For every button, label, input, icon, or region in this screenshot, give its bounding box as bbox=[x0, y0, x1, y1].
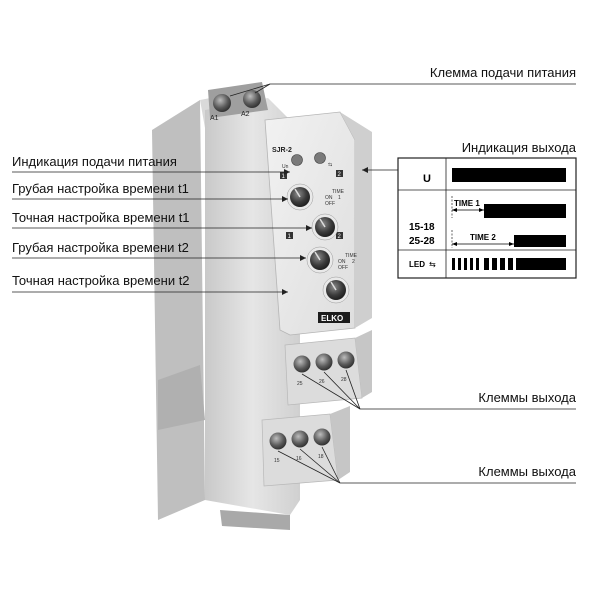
terminal-18-label: 18 bbox=[318, 454, 324, 460]
leader-arrowheads bbox=[282, 167, 368, 295]
brand-plate bbox=[318, 312, 350, 323]
output-led bbox=[314, 152, 326, 164]
time1-label: TIME 1 bbox=[454, 199, 480, 208]
terminal-28-screw bbox=[337, 351, 355, 369]
label-output-indication: Индикация выхода bbox=[462, 140, 577, 155]
output-led-label: ⇆ bbox=[328, 162, 332, 168]
front-face-details: SJR-2 Un ⇆ 1 2 1 2 TIME ON OFF 1 bbox=[272, 147, 358, 323]
output-2528-bar bbox=[514, 235, 566, 247]
row-u-label: U bbox=[423, 173, 431, 185]
time-sub-label-1: 1 bbox=[338, 195, 341, 201]
svg-text:1: 1 bbox=[288, 234, 292, 240]
time-label-1: TIME bbox=[332, 189, 345, 195]
middle-terminals: 25 26 28 bbox=[293, 351, 355, 387]
power-led bbox=[291, 154, 303, 166]
terminal-a1-screw bbox=[213, 94, 231, 112]
terminal-16-screw bbox=[291, 430, 309, 448]
time2-label: TIME 2 bbox=[470, 233, 496, 242]
u-signal-bar bbox=[452, 168, 566, 182]
badge-2-bottom bbox=[336, 170, 343, 177]
label-power-terminal: Клемма подачи питания bbox=[430, 65, 576, 80]
label-output-terminals-1: Клеммы выхода bbox=[478, 390, 576, 405]
terminal-26-label: 26 bbox=[319, 379, 325, 385]
terminal-16-label: 16 bbox=[296, 456, 302, 462]
terminal-25-screw bbox=[293, 355, 311, 373]
label-power-indication: Индикация подачи питания bbox=[12, 154, 177, 169]
knob-coarse-t1[interactable] bbox=[286, 183, 314, 211]
model-label: SJR-2 bbox=[272, 147, 292, 154]
relay-body bbox=[152, 82, 372, 530]
knob-fine-t1[interactable] bbox=[311, 213, 339, 241]
svg-text:1: 1 bbox=[282, 174, 286, 180]
label-coarse-t2: Грубая настройка времени t2 bbox=[12, 240, 189, 255]
svg-text:2: 2 bbox=[338, 172, 342, 178]
badge-1-bottom bbox=[286, 232, 293, 239]
callout-labels: Клемма подачи питания Индикация выхода И… bbox=[12, 65, 577, 479]
row-2528-label: 25-28 bbox=[409, 236, 435, 247]
timing-chart: U 15-18 25-28 LED ⇆ TIME 1 TIME 2 bbox=[397, 157, 577, 279]
terminal-15-label: 15 bbox=[274, 458, 280, 464]
leader-lines bbox=[12, 83, 576, 484]
svg-text:2: 2 bbox=[338, 234, 342, 240]
leader-power-terminal bbox=[229, 83, 576, 97]
terminal-block-middle bbox=[284, 337, 363, 406]
off-label-2: OFF bbox=[338, 265, 348, 271]
brand-logo: ELKO bbox=[321, 314, 343, 323]
terminal-a2-screw bbox=[243, 90, 261, 108]
terminal-a2-label: A2 bbox=[241, 111, 250, 118]
label-coarse-t1: Грубая настройка времени t1 bbox=[12, 181, 189, 196]
label-output-terminals-2: Клеммы выхода bbox=[478, 464, 576, 479]
time-label-2: TIME bbox=[345, 253, 358, 259]
terminal-18-screw bbox=[313, 428, 331, 446]
label-fine-t2: Точная настройка времени t2 bbox=[12, 273, 190, 288]
led-pulse-train bbox=[452, 258, 566, 270]
output-1518-bar bbox=[484, 204, 566, 218]
knob-fine-t2[interactable] bbox=[322, 276, 350, 304]
terminal-block-bottom bbox=[261, 413, 339, 487]
bottom-terminals: 15 16 18 bbox=[269, 428, 331, 464]
time-sub-label-2: 2 bbox=[352, 259, 355, 265]
terminal-26-screw bbox=[315, 353, 333, 371]
terminal-a1-label: A1 bbox=[210, 115, 219, 122]
off-label-1: OFF bbox=[325, 201, 335, 207]
top-terminals: A1 A2 bbox=[210, 90, 261, 122]
power-led-label: Un bbox=[282, 164, 289, 170]
on-label-2: ON bbox=[338, 259, 346, 265]
badge-1-top bbox=[280, 172, 287, 179]
terminal-25-label: 25 bbox=[297, 381, 303, 387]
label-fine-t1: Точная настройка времени t1 bbox=[12, 210, 190, 225]
din-clip bbox=[220, 510, 290, 530]
terminal-28-label: 28 bbox=[341, 377, 347, 383]
led-relay-icon: ⇆ bbox=[429, 260, 436, 269]
row-1518-label: 15-18 bbox=[409, 222, 435, 233]
row-led-label: LED bbox=[409, 260, 425, 269]
on-label-1: ON bbox=[325, 195, 333, 201]
terminal-15-screw bbox=[269, 432, 287, 450]
badge-2-top bbox=[336, 232, 343, 239]
knob-coarse-t2[interactable] bbox=[306, 246, 334, 274]
